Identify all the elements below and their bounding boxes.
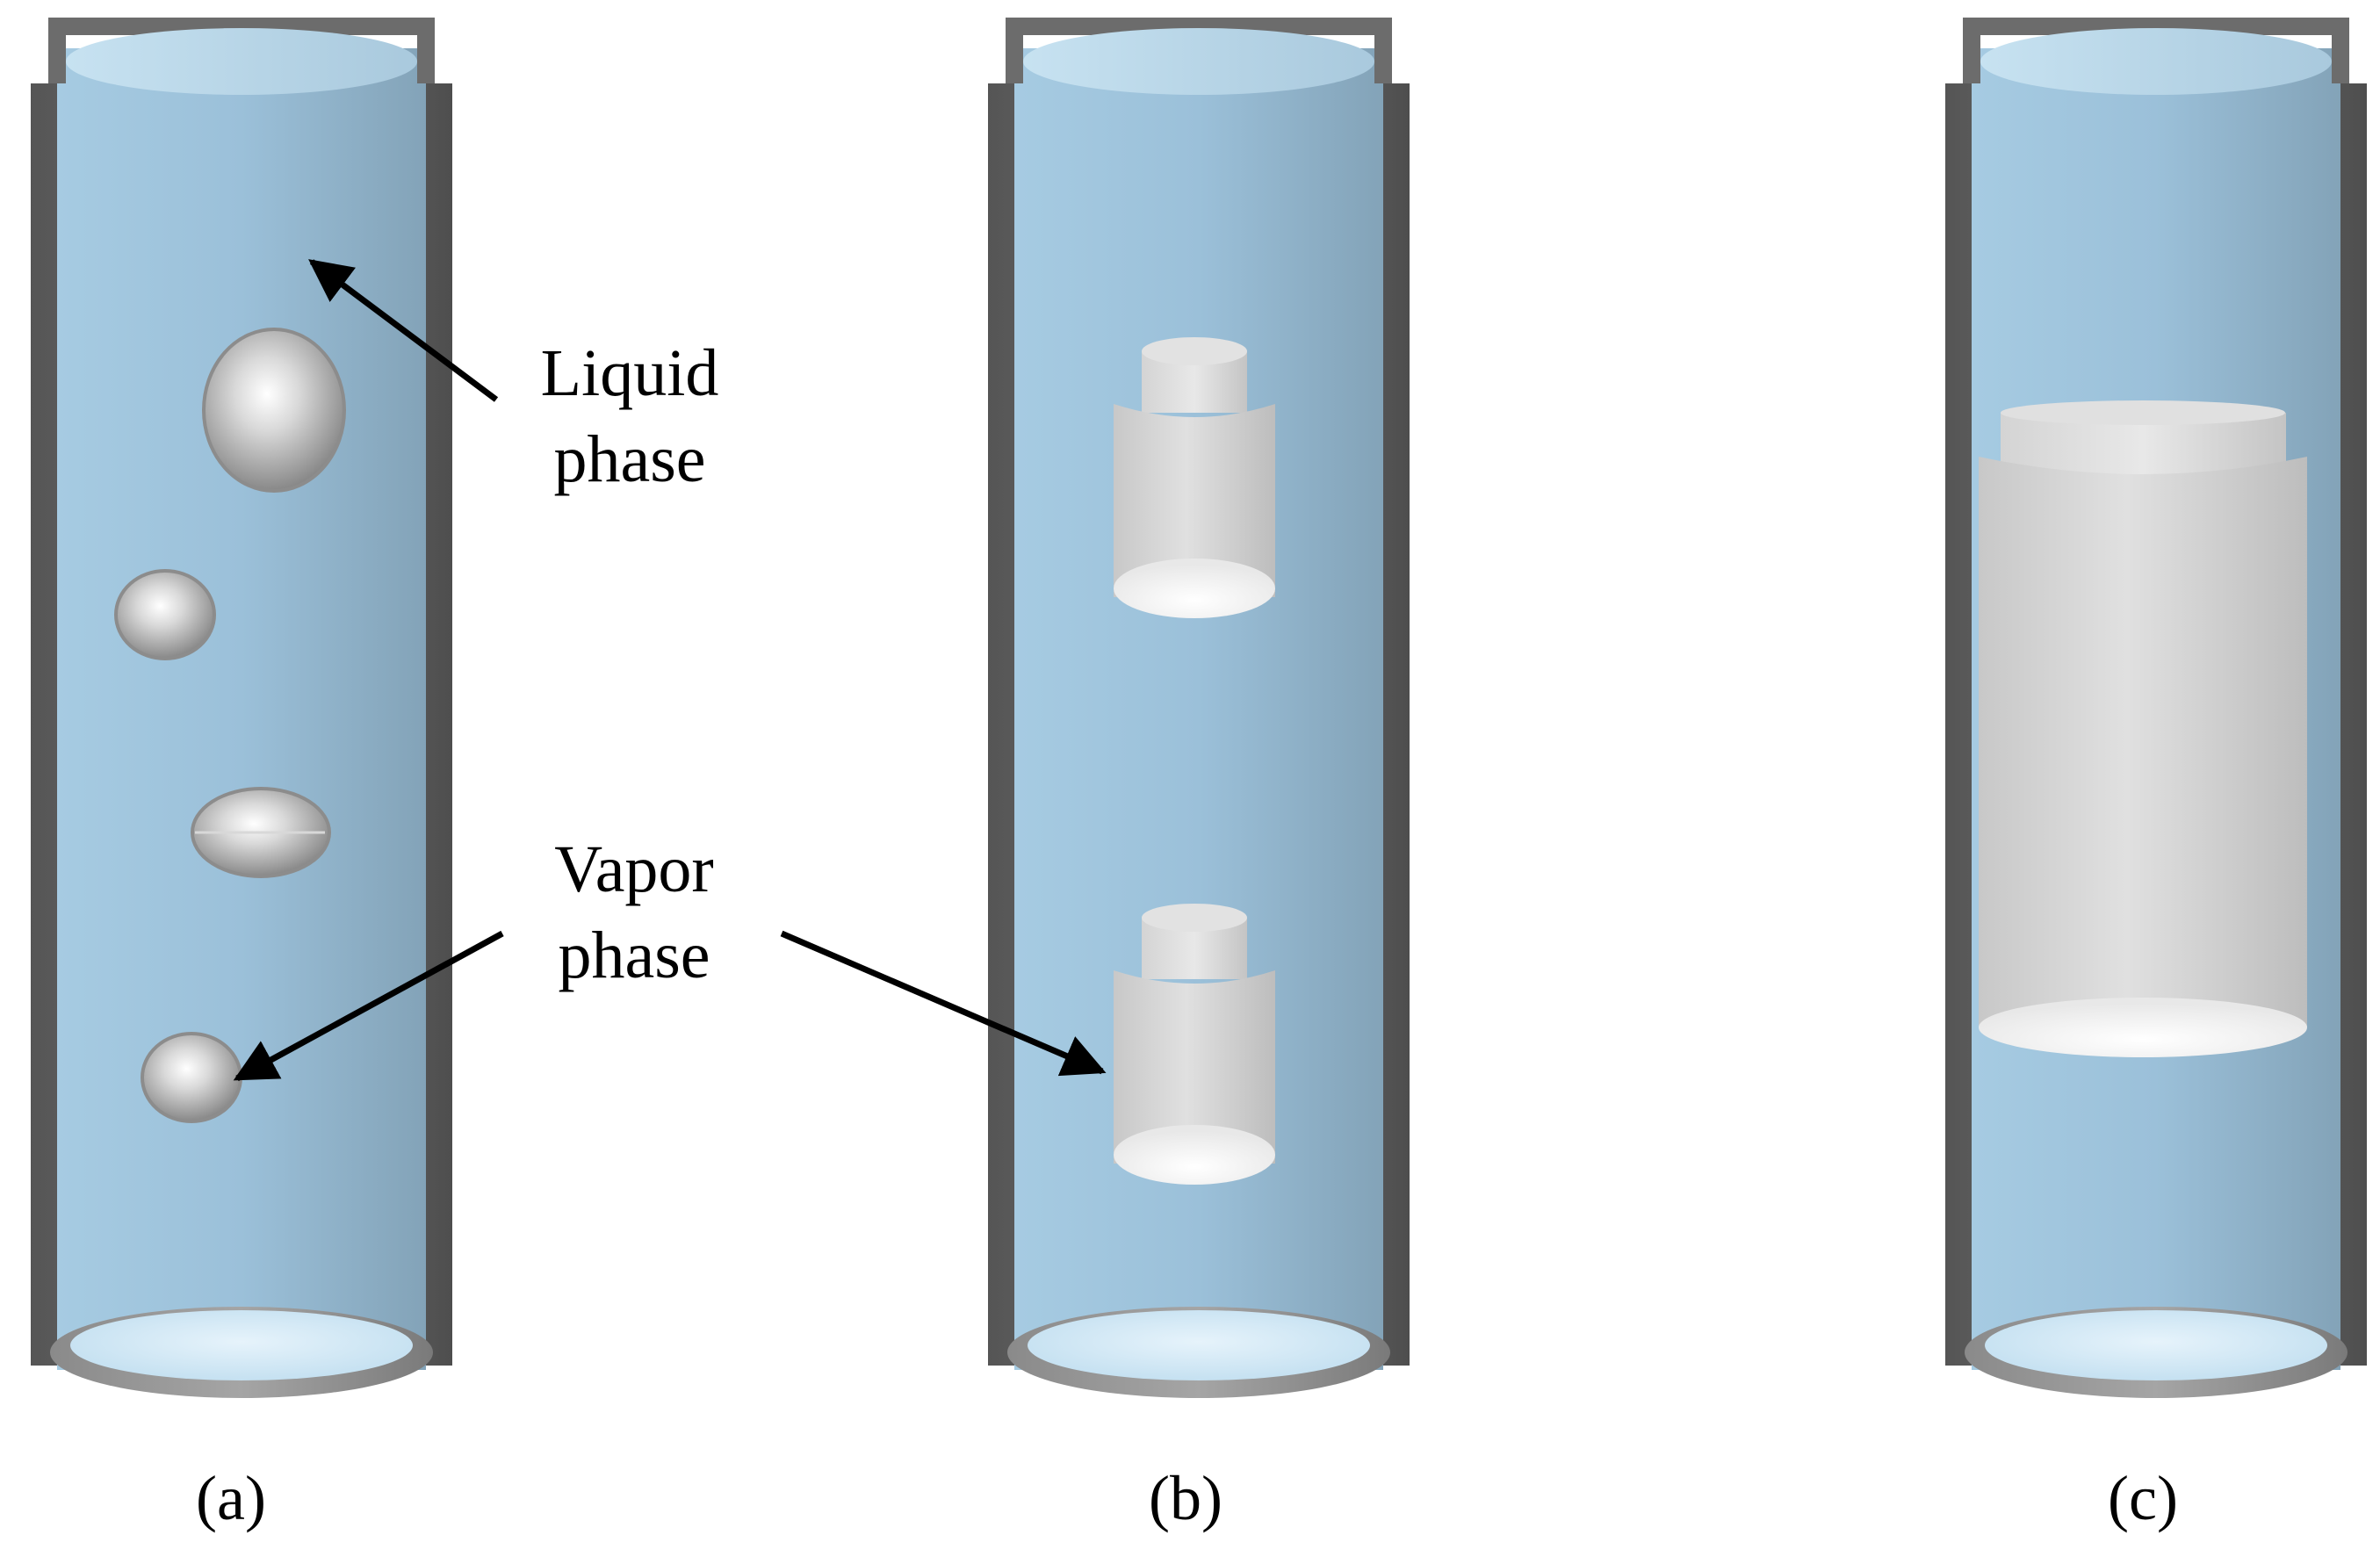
vapor-phase-annotation: Vapor phase: [233, 832, 1107, 1082]
panel-a: [31, 18, 452, 1398]
vapor-arrow-right: [780, 930, 1107, 1077]
vapor-label-line1: Vapor: [554, 832, 714, 906]
vapor-slug: [1114, 904, 1275, 1185]
caption-b: (b): [1149, 1463, 1222, 1533]
vapor-bubbles-a: [114, 328, 346, 1123]
caption-a: (a): [196, 1463, 266, 1533]
vapor-label-line2: phase: [558, 919, 710, 992]
tube-b: [988, 18, 1410, 1398]
bubble: [114, 569, 216, 660]
elongated-vapor-bubble: [1979, 400, 2307, 1057]
bubble: [141, 1032, 242, 1123]
panel-b: [988, 18, 1410, 1398]
bubble: [202, 328, 346, 493]
vapor-slug: [1114, 337, 1275, 618]
liquid-arrow: [308, 259, 499, 402]
liquid-label-line1: Liquid: [541, 336, 719, 410]
liquid-label-line2: phase: [553, 422, 705, 496]
tube-a: [31, 18, 452, 1398]
panel-c: [1945, 18, 2367, 1398]
liquid-phase-annotation: Liquid phase: [308, 259, 719, 496]
vapor-arrow-left: [233, 930, 504, 1082]
caption-c: (c): [2108, 1463, 2178, 1533]
